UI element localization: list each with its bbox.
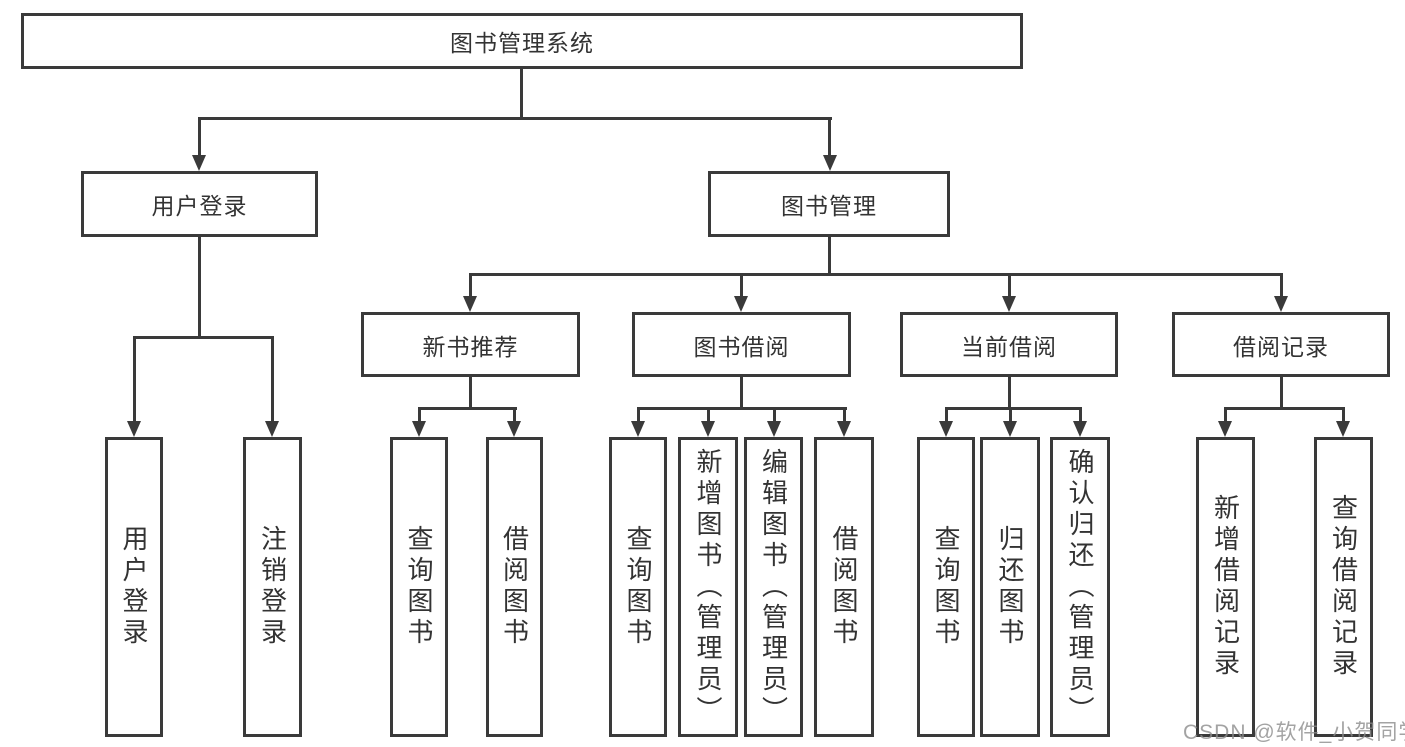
edge-line: [828, 117, 831, 155]
edge-line: [828, 237, 831, 273]
edge-line: [418, 407, 517, 410]
edge-line: [469, 273, 1283, 276]
leaf-user-login: 用户登录: [105, 437, 163, 737]
arrowhead-icon: [837, 421, 851, 437]
leaf-logout: 注销登录: [243, 437, 302, 737]
edge-line: [1280, 273, 1283, 297]
edge-line: [773, 407, 776, 421]
arrowhead-icon: [1274, 296, 1288, 312]
leaf-borrow-books-recommend: 借阅图书: [486, 437, 543, 737]
arrowhead-icon: [1218, 421, 1232, 437]
node-book-management: 图书管理: [708, 171, 950, 237]
edge-line: [133, 336, 136, 421]
edge-line: [520, 69, 523, 117]
edge-line: [740, 377, 743, 407]
arrowhead-icon: [939, 421, 953, 437]
arrowhead-icon: [265, 421, 279, 437]
edge-line: [707, 407, 710, 421]
node-book-borrow: 图书借阅: [632, 312, 851, 377]
arrowhead-icon: [1003, 421, 1017, 437]
edge-line: [1008, 273, 1011, 297]
arrowhead-icon: [412, 421, 426, 437]
edge-line: [637, 407, 640, 421]
arrowhead-icon: [631, 421, 645, 437]
edge-line: [1009, 407, 1012, 421]
edge-line: [198, 117, 832, 120]
node-new-book-recommend: 新书推荐: [361, 312, 580, 377]
node-borrow-records: 借阅记录: [1172, 312, 1390, 377]
leaf-confirm-return-admin: 确认归还（管理员）: [1050, 437, 1110, 737]
node-root-library-system: 图书管理系统: [21, 13, 1023, 69]
node-user-login: 用户登录: [81, 171, 318, 237]
edge-line: [945, 407, 1082, 410]
edge-line: [469, 377, 472, 407]
arrowhead-icon: [127, 421, 141, 437]
leaf-return-books: 归还图书: [980, 437, 1040, 737]
leaf-query-books-current: 查询图书: [917, 437, 975, 737]
arrowhead-icon: [507, 421, 521, 437]
edge-line: [637, 407, 847, 410]
leaf-borrow-books: 借阅图书: [814, 437, 874, 737]
edge-line: [1224, 407, 1345, 410]
edge-line: [133, 336, 274, 339]
arrowhead-icon: [192, 155, 206, 171]
edge-line: [1224, 407, 1227, 421]
edge-line: [843, 407, 846, 421]
arrowhead-icon: [1336, 421, 1350, 437]
leaf-query-books-borrow: 查询图书: [609, 437, 667, 737]
arrowhead-icon: [767, 421, 781, 437]
arrowhead-icon: [734, 296, 748, 312]
edge-line: [1008, 377, 1011, 407]
arrowhead-icon: [701, 421, 715, 437]
arrowhead-icon: [463, 296, 477, 312]
edge-line: [1079, 407, 1082, 421]
edge-line: [418, 407, 421, 421]
edge-line: [513, 407, 516, 421]
edge-line: [945, 407, 948, 421]
arrowhead-icon: [1002, 296, 1016, 312]
node-current-borrow: 当前借阅: [900, 312, 1118, 377]
edge-line: [740, 273, 743, 297]
edge-line: [1342, 407, 1345, 421]
edge-line: [198, 237, 201, 336]
edge-line: [271, 336, 274, 421]
arrowhead-icon: [823, 155, 837, 171]
leaf-query-borrow-record: 查询借阅记录: [1314, 437, 1373, 737]
arrowhead-icon: [1073, 421, 1087, 437]
edge-line: [198, 117, 201, 155]
edge-line: [469, 273, 472, 297]
leaf-add-books-admin: 新增图书（管理员）: [678, 437, 738, 737]
csdn-watermark: CSDN @软件_小贺同学: [1183, 721, 1405, 744]
leaf-add-borrow-record: 新增借阅记录: [1196, 437, 1255, 737]
edge-line: [1280, 377, 1283, 407]
leaf-query-books-recommend: 查询图书: [390, 437, 448, 737]
leaf-edit-books-admin: 编辑图书（管理员）: [744, 437, 803, 737]
